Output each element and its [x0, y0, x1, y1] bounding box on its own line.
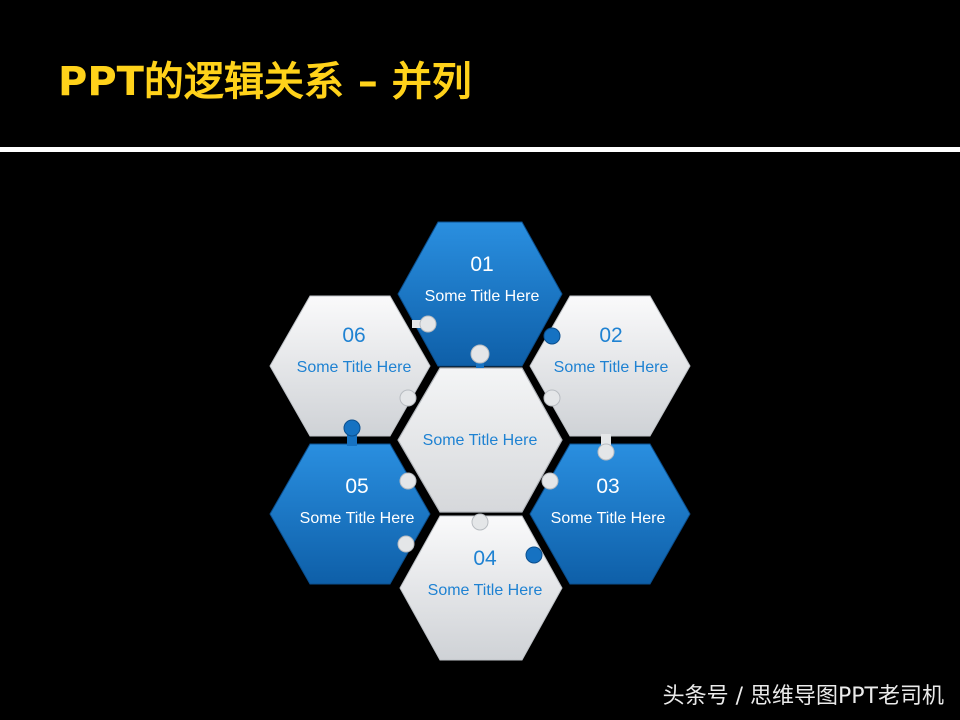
hexagon-center-caption: Some Title Here — [423, 432, 538, 449]
hexagon-02-number: 02 — [599, 324, 622, 347]
slide-title: PPT的逻辑关系 – 并列 — [58, 59, 472, 105]
hexagon-03[interactable]: 03 Some Title Here — [529, 443, 691, 585]
puzzle-connectors — [343, 315, 615, 564]
hexagon-04[interactable]: 04 Some Title Here — [399, 515, 563, 661]
hexagon-04-number: 04 — [473, 547, 497, 570]
hexagon-06-caption: Some Title Here — [297, 359, 412, 376]
hexagon-01[interactable]: 01 Some Title Here — [397, 221, 563, 367]
title-divider — [0, 147, 960, 152]
hexagon-01-caption: Some Title Here — [425, 288, 540, 305]
hexagon-06-number: 06 — [342, 324, 365, 347]
hexagon-01-number: 01 — [470, 253, 493, 276]
hexagon-04-caption: Some Title Here — [428, 582, 543, 599]
hexagon-02-caption: Some Title Here — [554, 359, 669, 376]
hexagon-06[interactable]: 06 Some Title Here — [269, 295, 431, 437]
hexagon-05-number: 05 — [345, 475, 368, 498]
watermark: 头条号 / 思维导图PPT老司机 — [662, 684, 944, 709]
hexagon-05-caption: Some Title Here — [300, 510, 415, 527]
hexagon-03-number: 03 — [596, 475, 619, 498]
hexagon-center[interactable]: Some Title Here — [397, 367, 563, 513]
hexagon-05[interactable]: 05 Some Title Here — [269, 443, 431, 585]
hexagon-02[interactable]: 02 Some Title Here — [529, 295, 691, 437]
hexagon-03-caption: Some Title Here — [551, 510, 666, 527]
